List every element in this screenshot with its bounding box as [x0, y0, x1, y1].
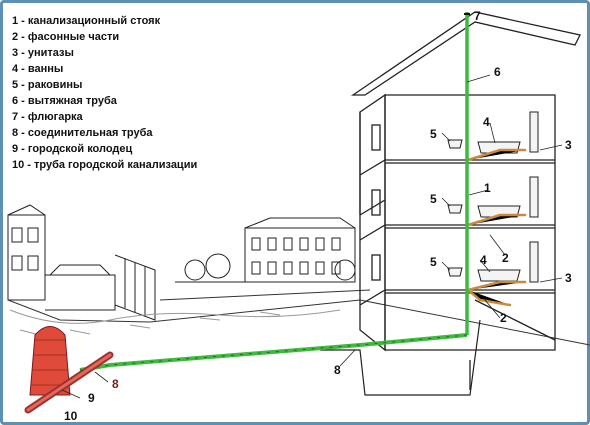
callout-4a: 4 — [483, 115, 490, 129]
legend-item-2: 2 - фасонные части — [12, 31, 119, 43]
background-buildings-left — [7, 204, 156, 321]
legend-item-4: 4 - ванны — [12, 63, 63, 75]
callout-3a: 3 — [565, 138, 572, 152]
foundation-outline — [320, 319, 481, 396]
callout-7: 7 — [474, 9, 481, 23]
callout-5b: 5 — [430, 192, 437, 206]
city-sewer-pipe — [24, 351, 114, 414]
legend-item-6: 6 - вытяжная труба — [12, 95, 118, 107]
background-building-center — [175, 217, 356, 283]
legend-item-5: 5 - раковины — [12, 79, 82, 91]
callout-9: 9 — [88, 391, 95, 405]
legend-item-1: 1 - канализационный стояк — [12, 15, 161, 27]
callout-5a: 5 — [430, 127, 437, 141]
callout-1: 1 — [484, 181, 491, 195]
callout-10: 10 — [64, 409, 78, 423]
callout-3b: 3 — [565, 271, 572, 285]
callout-5c: 5 — [430, 255, 437, 269]
callout-6: 6 — [494, 65, 501, 79]
legend: 1 - канализационный стояк 2 - фасонные ч… — [12, 15, 197, 171]
callout-8b: 8 — [112, 377, 119, 391]
callout-8a: 8 — [334, 363, 341, 377]
callout-2a: 2 — [502, 251, 509, 265]
callout-4b: 4 — [480, 253, 487, 267]
fittings — [466, 148, 527, 307]
ground — [7, 289, 590, 346]
fixtures — [447, 111, 539, 283]
legend-item-8: 8 - соединительная труба — [12, 127, 153, 139]
connecting-pipe — [79, 333, 468, 372]
callout-numbers: 7 6 4 5 3 1 5 2 5 4 3 2 8 8 9 10 — [64, 9, 572, 423]
legend-item-9: 9 - городской колодец — [12, 143, 133, 155]
callout-leaders — [61, 74, 563, 399]
legend-item-10: 10 - труба городской канализации — [12, 159, 197, 171]
city-manhole — [29, 326, 71, 396]
legend-item-7: 7 - флюгарка — [12, 111, 84, 123]
callout-2b: 2 — [500, 311, 507, 325]
legend-item-3: 3 - унитазы — [12, 47, 74, 59]
main-building — [350, 11, 581, 390]
